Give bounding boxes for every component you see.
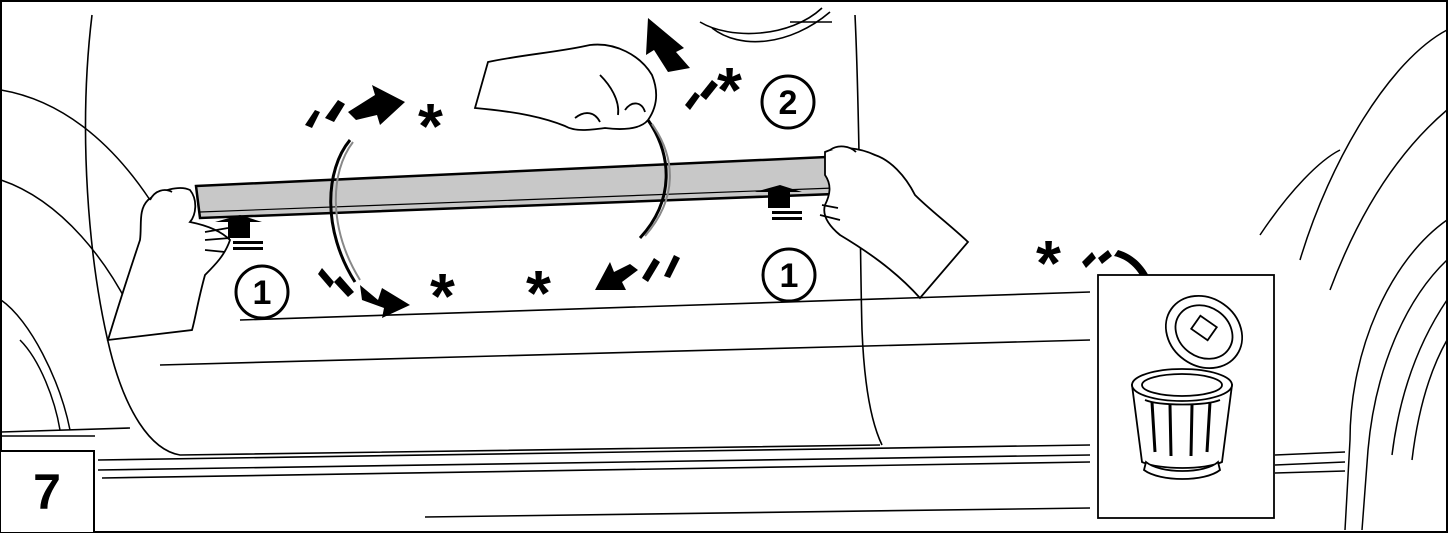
peeling-hand-icon (473, 43, 657, 131)
peel-arrow-up (646, 18, 718, 110)
press-arrow-left (215, 215, 263, 250)
svg-text:1: 1 (253, 274, 272, 312)
star-mark: * (430, 260, 455, 332)
dashed-arrow-top-left (305, 85, 405, 128)
right-wheel-arch (1259, 29, 1448, 531)
left-wheel-arch (0, 89, 151, 431)
trash-can-icon (1130, 368, 1234, 480)
trash-lid-icon (1164, 295, 1244, 369)
star-mark: * (717, 54, 742, 126)
svg-text:2: 2 (779, 84, 798, 122)
left-hand-icon (106, 187, 232, 342)
star-mark: * (418, 90, 443, 162)
dashed-arrow-bottom-left (318, 268, 410, 318)
callout-1-right: 1 (761, 247, 817, 303)
rotation-arcs (329, 119, 671, 283)
step-number: 7 (33, 464, 61, 520)
star-mark: * (526, 257, 551, 329)
svg-text:1: 1 (780, 257, 799, 295)
press-arrow-right (755, 185, 802, 220)
dashed-arrow-bottom-right (595, 255, 680, 290)
callout-1-left: 1 (234, 264, 290, 320)
door-handle (699, 7, 832, 43)
callout-2: 2 (760, 74, 816, 130)
right-hand-icon (819, 145, 970, 300)
step-number-box: 7 (1, 450, 95, 532)
car-door-outline (0, 14, 1346, 518)
star-mark: * (1036, 227, 1061, 299)
